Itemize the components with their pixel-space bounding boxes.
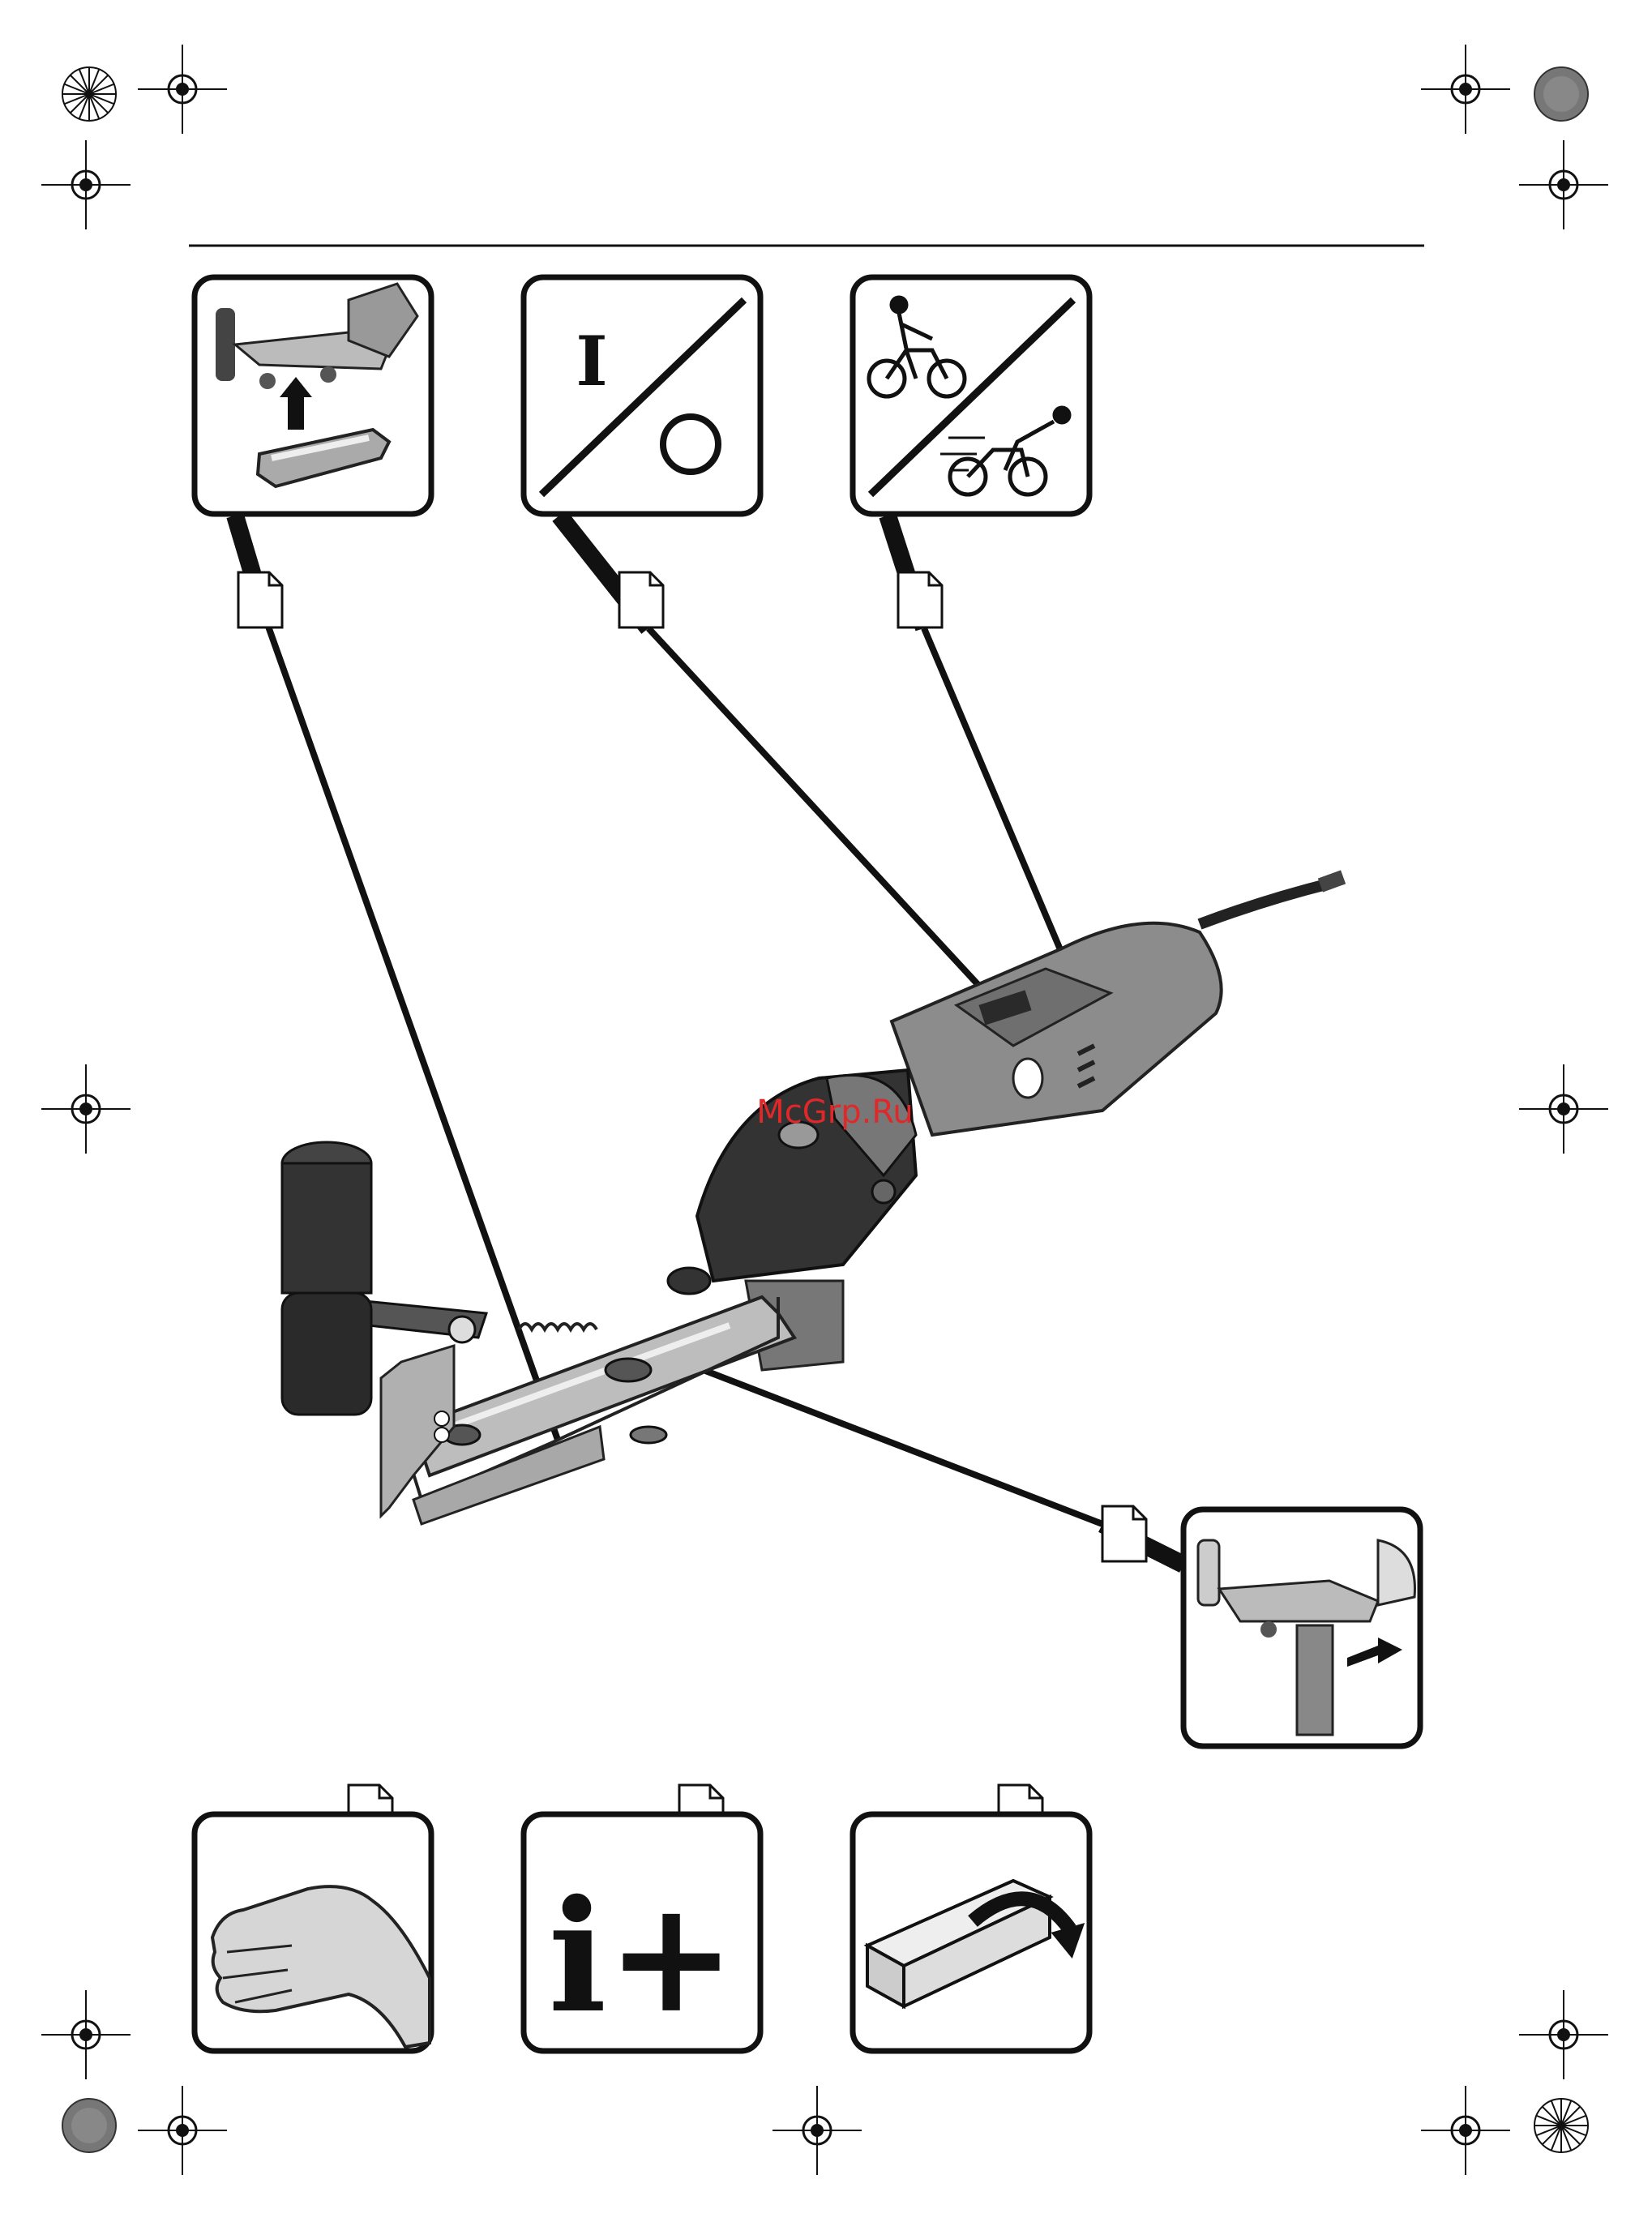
- color-target: [62, 67, 116, 121]
- registration-mark: [1421, 45, 1510, 134]
- registration-mark: [138, 2086, 227, 2175]
- packaging-panel: [853, 1814, 1089, 2051]
- registration-mark: [41, 140, 131, 229]
- color-target: [62, 2099, 116, 2152]
- on-symbol: I: [576, 321, 607, 401]
- registration-mark: [1519, 1064, 1608, 1154]
- page-ref-icon: [238, 572, 282, 627]
- color-target: [1534, 2099, 1588, 2152]
- watermark: McGrp.Ru: [756, 1094, 913, 1131]
- info-panel: i+: [524, 1814, 760, 2051]
- hand-panel: [195, 1814, 431, 2051]
- info-icon: i+: [548, 1866, 735, 2047]
- mount-panel: [1183, 1509, 1420, 1746]
- belt-grinder-illustration: [282, 870, 1346, 1524]
- registration-mark: [1519, 1990, 1608, 2079]
- page-ref-icon: [619, 572, 663, 627]
- speed-panel: [853, 277, 1089, 514]
- page-ref-icon: [898, 572, 942, 627]
- registration-mark: [138, 45, 227, 134]
- on-off-panel: I: [524, 277, 760, 514]
- registration-mark: [41, 1064, 131, 1154]
- registration-mark: [773, 2086, 862, 2175]
- color-target: [1534, 67, 1588, 121]
- page-references: [238, 572, 1146, 1840]
- registration-mark: [1421, 2086, 1510, 2175]
- belt-install-panel: [195, 277, 431, 514]
- registration-mark: [41, 1990, 131, 2079]
- registration-mark: [1519, 140, 1608, 229]
- page-ref-icon: [1102, 1506, 1146, 1561]
